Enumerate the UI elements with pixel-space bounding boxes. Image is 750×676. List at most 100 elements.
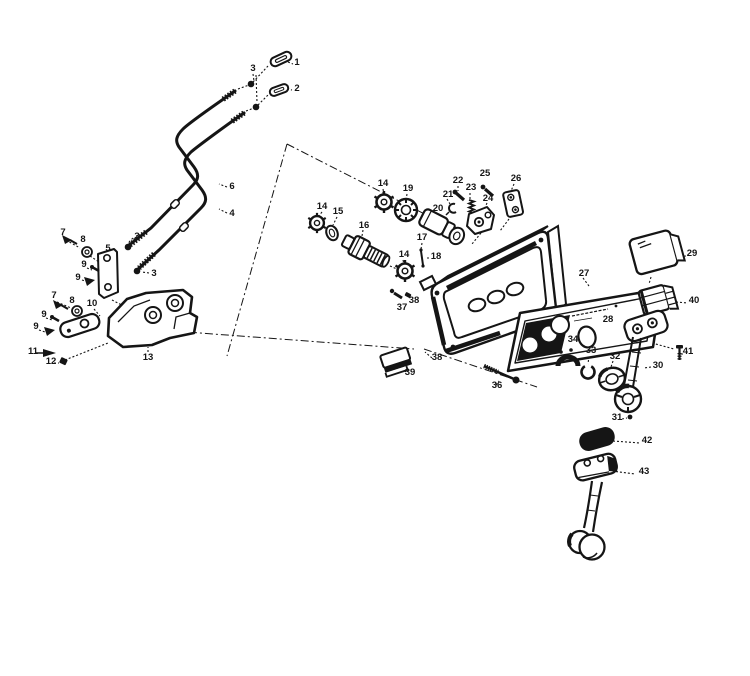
part-label-9-11: 9 — [75, 272, 80, 283]
switch-40 — [637, 284, 680, 316]
star-washer-14 — [373, 189, 395, 215]
cable-ferrule — [169, 198, 181, 210]
plate-13-hole — [144, 306, 162, 324]
part-label-9-15: 9 — [41, 309, 46, 320]
bushing-32 — [597, 366, 627, 392]
faceplate-emblem — [614, 304, 618, 308]
housing-left-tab — [418, 274, 438, 292]
part-label-9-10: 9 — [81, 259, 86, 270]
screw-25 — [480, 184, 495, 198]
cable-ball-end — [133, 267, 141, 275]
anchor-9 — [44, 327, 55, 336]
part-label-32-41: 32 — [610, 351, 621, 362]
part-label-27-37: 27 — [579, 268, 590, 279]
handle-knob — [578, 533, 606, 561]
part-label-9-16: 9 — [33, 321, 38, 332]
part-label-14-23: 14 — [378, 178, 389, 189]
part-label-39-50: 39 — [405, 367, 416, 378]
connector-body-16 — [340, 234, 391, 268]
part-label-14-20: 14 — [317, 201, 328, 212]
part-label-21-26: 21 — [443, 189, 454, 200]
pin-31 — [627, 414, 633, 420]
cable-ball-end — [247, 80, 255, 88]
part-label-6-3: 6 — [229, 181, 234, 192]
plate-13-hole — [166, 294, 184, 312]
part-label-1-0: 1 — [294, 57, 300, 68]
screw-37-pin-38 — [389, 288, 412, 300]
side-plate-26 — [502, 189, 524, 218]
lower-bracket-cluster — [35, 300, 101, 366]
bracket-5-hole — [103, 254, 112, 263]
part-label-8-13: 8 — [69, 295, 74, 306]
handle-43 — [567, 452, 618, 561]
part-label-5-9: 5 — [105, 243, 111, 254]
part-label-13-19: 13 — [143, 352, 154, 363]
bracket-5-hole — [104, 282, 113, 291]
part-label-12-18: 12 — [46, 356, 57, 367]
screw-22 — [452, 189, 466, 202]
cable-thread-ends — [128, 88, 246, 271]
clip-21 — [445, 202, 457, 216]
link-fitting-2 — [268, 83, 290, 97]
plate-13-hole — [170, 298, 180, 308]
part-label-3-6: 3 — [151, 268, 156, 279]
plate-13-hole — [148, 310, 158, 320]
part-label-24-30: 24 — [483, 193, 494, 204]
part-label-19-24: 19 — [403, 183, 414, 194]
seal-15 — [325, 224, 339, 242]
washer-8 — [81, 246, 93, 258]
washer-8 — [71, 305, 83, 317]
part-label-23-28: 23 — [466, 182, 477, 193]
seal-15-hole — [328, 228, 336, 238]
screw-7-shaft — [60, 304, 69, 310]
part-label-14-34: 14 — [399, 249, 410, 260]
anchor-9 — [84, 277, 95, 286]
screw-41 — [676, 345, 683, 360]
part-label-10-14: 10 — [87, 298, 98, 309]
part-label-22-27: 22 — [453, 175, 464, 186]
part-label-4-4: 4 — [229, 208, 235, 219]
faceplate-dial — [550, 315, 570, 335]
detent-34 — [555, 348, 581, 367]
part-label-38-36: 38 — [409, 295, 420, 306]
part-label-43-48: 43 — [639, 466, 650, 477]
bracket-10 — [59, 312, 101, 339]
part-label-3-5: 3 — [134, 231, 139, 242]
plate-13-detail — [117, 299, 191, 330]
link-fitting-1 — [269, 50, 293, 68]
part-label-18-33: 18 — [431, 251, 442, 262]
part-label-7-7: 7 — [60, 227, 65, 238]
cable-ferrule — [178, 221, 190, 233]
part-label-36-51: 36 — [492, 380, 503, 391]
grip-pad-42 — [579, 427, 615, 451]
handle-arm — [582, 480, 604, 533]
slide-cover-39 — [379, 346, 413, 378]
part-label-37-35: 37 — [397, 302, 408, 313]
screw-7-shaft — [69, 239, 78, 245]
star-washer-14 — [394, 258, 416, 284]
part-label-28-38: 28 — [603, 314, 614, 325]
part-label-34-39: 34 — [568, 334, 579, 345]
stud-9-shaft — [91, 265, 100, 273]
pin-11 — [43, 349, 56, 357]
housing-bottom-strip — [445, 330, 501, 354]
housing-top-groove — [445, 240, 538, 291]
part-label-40-43: 40 — [689, 295, 700, 306]
part-label-33-40: 33 — [586, 345, 597, 356]
part-label-17-32: 17 — [417, 232, 428, 243]
bracket-24 — [466, 206, 495, 235]
cable-ball-end — [252, 103, 260, 111]
part-label-41-45: 41 — [683, 346, 694, 357]
part-label-7-12: 7 — [51, 290, 56, 301]
housing-left-edge-strip — [430, 296, 447, 346]
stud-9-shaft — [51, 315, 60, 323]
leader-lines — [37, 61, 689, 475]
clip-12 — [59, 357, 68, 366]
part-label-8-8: 8 — [80, 234, 85, 245]
part-label-16-22: 16 — [359, 220, 370, 231]
upper-bracket-cluster — [62, 235, 119, 299]
housing-hole — [486, 289, 506, 305]
